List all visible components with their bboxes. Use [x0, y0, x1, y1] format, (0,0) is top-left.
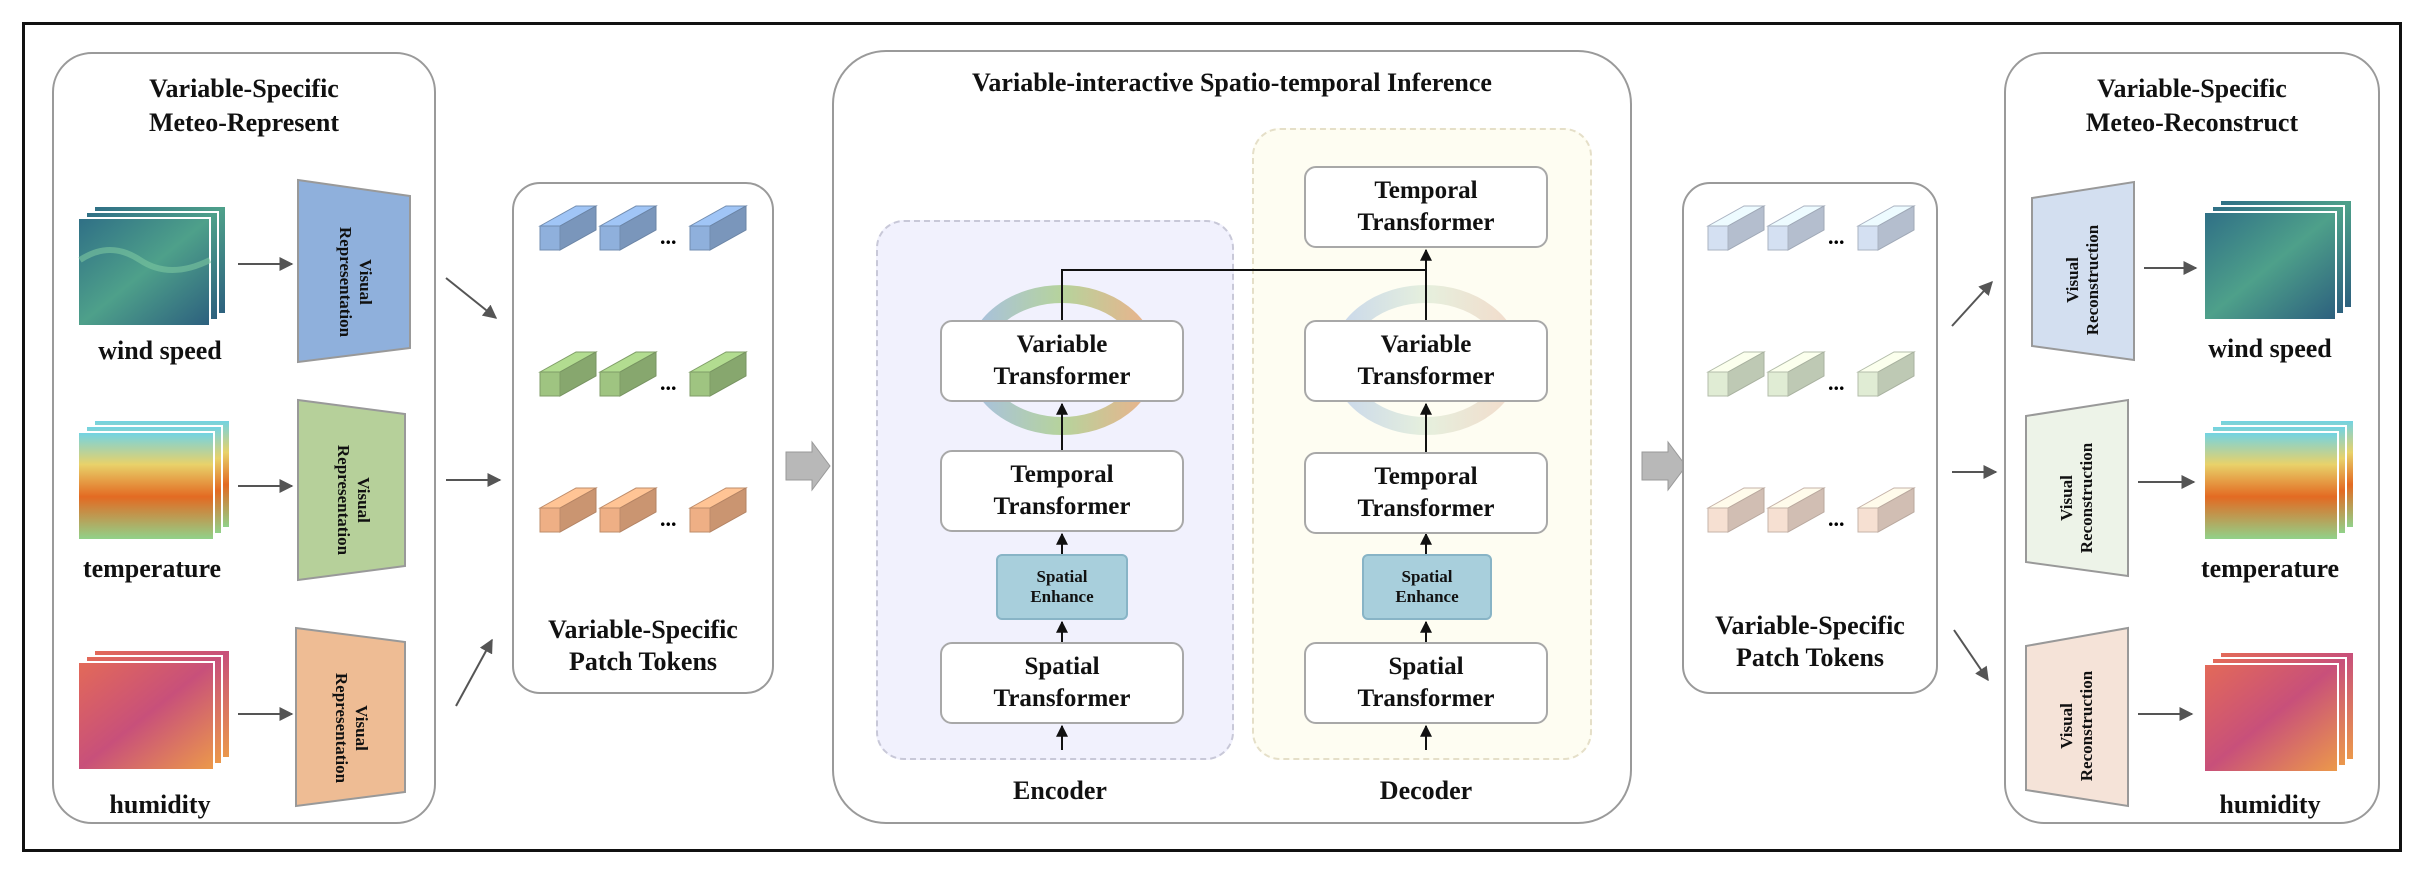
visual-reconstruction-humidity — [2025, 626, 2129, 808]
visual-representation-humidity — [295, 626, 406, 808]
input-label-humidity: humidity — [109, 790, 211, 819]
encoder-spatial-transformer: Spatial Transformer — [940, 642, 1184, 724]
meteo-reconstruct-title-line2: Meteo-Reconstruct — [2085, 108, 2299, 137]
flow-arrow-left — [785, 440, 831, 492]
left-ellipsis-temperature: ... — [660, 370, 677, 395]
wind-speed-output-stack — [2203, 199, 2353, 321]
right-ellipsis-temperature: ... — [1828, 370, 1845, 395]
temperature-output-stack — [2203, 419, 2355, 541]
decoder-label: Decoder — [1379, 776, 1473, 805]
right-ellipsis-humidity: ... — [1828, 506, 1845, 531]
decoder-temporal-transformer: Temporal Transformer — [1304, 452, 1548, 534]
visual-reconstruction-humidity-label: Visual Reconstruction — [2057, 670, 2096, 782]
meteo-represent-title-line2: Meteo-Represent — [148, 108, 340, 137]
right-token-humidity-2 — [1766, 487, 1826, 533]
decoder-temporal-line1: Temporal — [1374, 463, 1478, 490]
left-token-wind-3 — [688, 205, 748, 251]
temperature-image-stack — [77, 419, 231, 541]
flow-arrow-right — [1641, 440, 1687, 492]
left-ellipsis-humidity: ... — [660, 506, 677, 531]
input-label-wind-speed: wind speed — [98, 336, 222, 365]
encoder-enhance-line2: Enhance — [1030, 587, 1094, 606]
visual-reconstruction-temperature-label: Visual Reconstruction — [2057, 442, 2096, 554]
meteo-represent-title-line1: Variable-Specific — [149, 74, 339, 103]
left-token-humidity-2 — [598, 487, 658, 533]
decoder-variable-line1: Variable — [1380, 331, 1472, 358]
right-token-wind-1 — [1706, 205, 1766, 251]
patch-tokens-left-label-line2: Patch Tokens — [568, 647, 718, 676]
left-token-humidity-1 — [538, 487, 598, 533]
patch-tokens-left-label: Variable-Specific Patch Tokens — [512, 614, 774, 678]
encoder-variable-line1: Variable — [1016, 331, 1108, 358]
decoder-spatial-line2: Transformer — [1357, 685, 1495, 712]
patch-tokens-right-label-line2: Patch Tokens — [1735, 643, 1885, 672]
left-token-temperature-1 — [538, 351, 598, 397]
left-token-humidity-3 — [688, 487, 748, 533]
wind-speed-image-stack — [77, 205, 227, 327]
encoder-temporal-line1: Temporal — [1010, 461, 1114, 488]
spatio-temporal-inference-title: Variable-interactive Spatio-temporal Inf… — [972, 68, 1492, 97]
patch-tokens-left-panel — [512, 182, 774, 694]
encoder-temporal-line2: Transformer — [993, 493, 1131, 520]
decoder-spatial-transformer: Spatial Transformer — [1304, 642, 1548, 724]
encoder-label: Encoder — [1013, 776, 1107, 805]
left-ellipsis-wind: ... — [660, 224, 677, 249]
right-token-temperature-1 — [1706, 351, 1766, 397]
right-token-temperature-3 — [1856, 351, 1916, 397]
encoder-spatial-line2: Transformer — [993, 685, 1131, 712]
right-token-humidity-3 — [1856, 487, 1916, 533]
visual-reconstruction-temperature — [2025, 398, 2129, 578]
meteo-reconstruct-title-line1: Variable-Specific — [2097, 74, 2287, 103]
left-token-wind-2 — [598, 205, 658, 251]
input-label-temperature: temperature — [82, 554, 222, 583]
humidity-output-stack — [2203, 651, 2355, 773]
visual-representation-temperature — [297, 398, 406, 582]
patch-tokens-right-panel — [1682, 182, 1938, 694]
encoder-variable-transformer: Variable Transformer — [940, 320, 1184, 402]
visual-reconstruction-wind — [2031, 180, 2135, 362]
output-label-humidity: humidity — [2219, 790, 2321, 819]
right-token-humidity-1 — [1706, 487, 1766, 533]
decoder-spatial-line1: Spatial — [1388, 653, 1464, 680]
encoder-enhance-line1: Spatial — [1036, 567, 1088, 586]
encoder-variable-line2: Transformer — [993, 363, 1131, 390]
decoder-top-temporal-transformer: Temporal Transformer — [1304, 166, 1548, 248]
decoder-temporal-line2: Transformer — [1357, 495, 1495, 522]
patch-tokens-left-label-line1: Variable-Specific — [548, 615, 738, 644]
encoder-temporal-transformer: Temporal Transformer — [940, 450, 1184, 532]
encoder-spatial-enhance: Spatial Enhance — [996, 554, 1128, 620]
decoder-enhance-line1: Spatial — [1401, 567, 1453, 586]
encoder-spatial-line1: Spatial — [1024, 653, 1100, 680]
meteo-reconstruct-title: Variable-Specific Meteo-Reconstruct — [2004, 72, 2380, 140]
left-token-temperature-3 — [688, 351, 748, 397]
decoder-variable-transformer: Variable Transformer — [1304, 320, 1548, 402]
visual-reconstruction-wind-label: Visual Reconstruction — [2063, 224, 2102, 336]
meteo-represent-title: Variable-Specific Meteo-Represent — [52, 72, 436, 140]
decoder-top-temporal-line2: Transformer — [1357, 209, 1495, 236]
left-token-wind-1 — [538, 205, 598, 251]
right-ellipsis-wind: ... — [1828, 224, 1845, 249]
output-label-wind-speed: wind speed — [2208, 334, 2332, 363]
decoder-enhance-line2: Enhance — [1395, 587, 1459, 606]
decoder-variable-line2: Transformer — [1357, 363, 1495, 390]
diagram-frame — [22, 22, 2402, 852]
humidity-image-stack — [77, 649, 231, 771]
left-token-temperature-2 — [598, 351, 658, 397]
patch-tokens-right-label: Variable-Specific Patch Tokens — [1682, 610, 1938, 674]
right-token-wind-2 — [1766, 205, 1826, 251]
output-label-temperature: temperature — [2200, 554, 2340, 583]
patch-tokens-right-label-line1: Variable-Specific — [1715, 611, 1905, 640]
visual-representation-wind — [297, 178, 411, 364]
right-token-temperature-2 — [1766, 351, 1826, 397]
right-token-wind-3 — [1856, 205, 1916, 251]
decoder-spatial-enhance: Spatial Enhance — [1362, 554, 1492, 620]
decoder-top-temporal-line1: Temporal — [1374, 177, 1478, 204]
